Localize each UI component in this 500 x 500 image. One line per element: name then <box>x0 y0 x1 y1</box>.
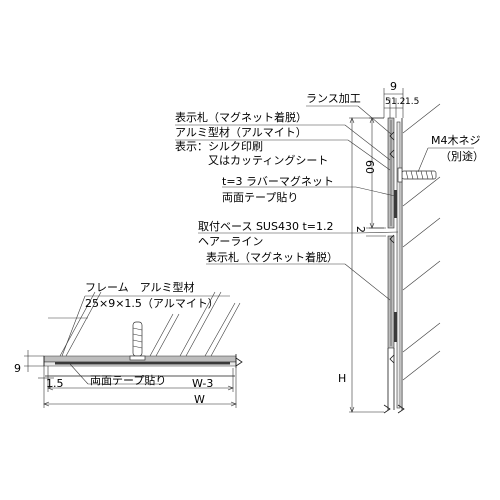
label-dim-1-5-top: 1.5 <box>405 97 420 107</box>
label-m4-neji: M4木ネジ <box>431 134 481 147</box>
wall-hatching <box>402 103 441 381</box>
label-rubber-magnet: t=3 ラバーマグネット <box>222 175 334 188</box>
label-dim-w: W <box>194 393 205 406</box>
label-dim-1-5-bottom: 1.5 <box>46 377 64 390</box>
label-toritsuke-base: 取付ベース SUS430 t=1.2 <box>198 220 334 233</box>
top-dimensions <box>383 88 404 118</box>
label-ryomen-tape-2: 両面テープ貼り <box>90 374 167 387</box>
label-dim-9-left: 9 <box>14 362 21 375</box>
leader-lines-left <box>61 295 230 385</box>
label-dim-5: 5 <box>385 97 391 107</box>
label-hyojifuda-1: 表示札（マグネット着脱） <box>175 111 307 124</box>
left-screw <box>129 321 146 361</box>
label-dim-h: H <box>338 372 347 385</box>
label-betto: （別途） <box>440 150 484 163</box>
frame-profile-section <box>43 291 243 368</box>
label-lance-kako: ランス加工 <box>306 92 361 105</box>
label-hairline: ヘアーライン <box>198 235 264 248</box>
leader-lines-right <box>175 105 474 301</box>
label-hyojifuda-2: 表示札（マグネット着脱） <box>206 251 338 264</box>
label-dim-1-2: 1.2 <box>391 97 406 107</box>
label-hyoji-silk: 表示：シルク印刷 <box>175 140 263 153</box>
rubber-magnet-lower <box>394 312 397 342</box>
label-alumi-katazai-1: アルミ型材（アルマイト） <box>175 126 307 139</box>
left-dim-9 <box>24 350 44 372</box>
mounting-base-vertical <box>396 121 401 409</box>
label-dim-60: 60 <box>363 160 376 174</box>
label-frame: フレーム アルミ型材 <box>85 281 195 294</box>
left-bottom-dims <box>38 366 237 408</box>
label-frame-size: 25×9×1.5（アルマイト） <box>85 297 219 310</box>
label-cutting-sheet: 又はカッティングシート <box>208 154 329 167</box>
dim-2 <box>366 227 386 237</box>
m4-screw <box>397 167 437 183</box>
label-dim-2: 2 <box>354 226 367 233</box>
label-ryomen-tape-1: 両面テープ貼り <box>222 191 299 204</box>
dim-h <box>349 117 384 413</box>
label-dim-w3: W-3 <box>192 377 214 390</box>
rubber-magnet-upper <box>394 190 397 218</box>
label-dim-9-top: 9 <box>390 80 397 93</box>
